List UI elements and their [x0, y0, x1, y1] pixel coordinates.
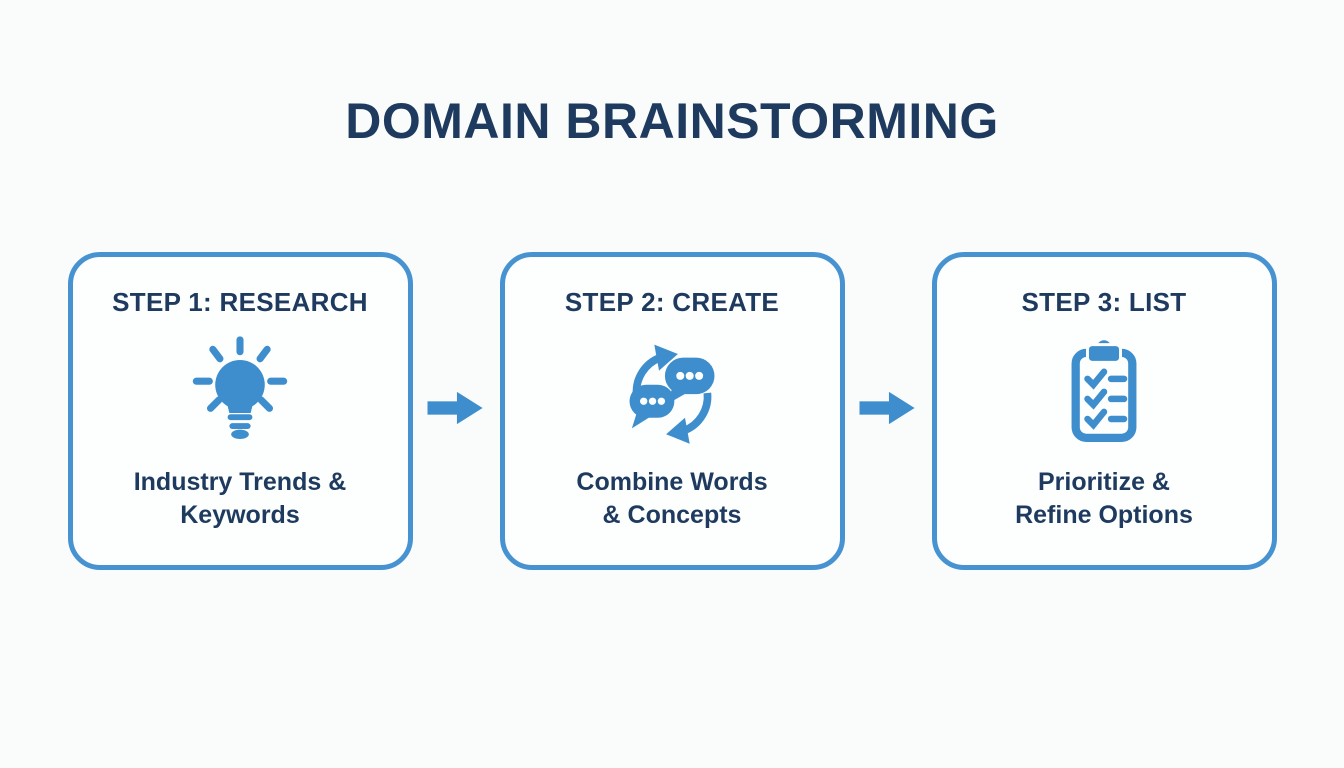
- step-heading: STEP 2: CREATE: [564, 287, 780, 317]
- chat-bubbles-icon: [611, 332, 733, 454]
- step-heading: STEP 1: RESEARCH: [112, 287, 368, 317]
- connector-1: [413, 252, 500, 570]
- connector-2: [845, 252, 932, 570]
- step-caption: Prioritize & Refine Options: [1015, 468, 1193, 529]
- right-arrow-icon: [859, 391, 915, 425]
- step-card-create: STEP 2: CREATE: [499, 252, 845, 570]
- step-caption: Industry Trends & Keywords: [133, 468, 347, 529]
- lightbulb-icon: [179, 332, 301, 454]
- clipboard-checklist-icon: [1043, 332, 1165, 454]
- steps-row: STEP 1: RESEARCH: [0, 252, 1344, 570]
- step-card-list: STEP 3: LIST Prioritize & Ref: [931, 252, 1277, 570]
- step-heading: STEP 3: LIST: [1021, 287, 1187, 317]
- step-card-research: STEP 1: RESEARCH: [67, 252, 413, 570]
- page-title: DOMAIN BRAINSTORMING: [345, 93, 999, 149]
- right-arrow-icon: [427, 391, 483, 425]
- step-caption: Combine Words & Concepts: [576, 468, 768, 529]
